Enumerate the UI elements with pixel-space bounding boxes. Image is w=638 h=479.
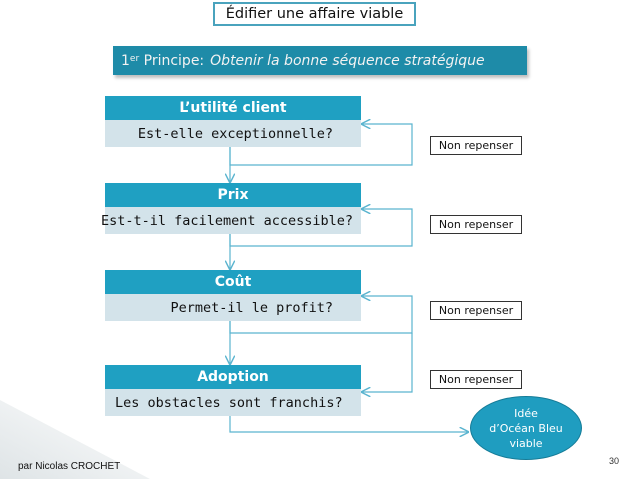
outcome-arrow <box>229 416 468 432</box>
step-cost: Coût Permet-il le profit? <box>105 270 361 321</box>
slide-title: Édifier une affaire viable <box>213 2 416 26</box>
principle-label: Principe: <box>143 52 205 69</box>
outcome-line-3: viable <box>509 436 543 450</box>
outcome-line-2: d’Océan Bleu <box>489 421 563 435</box>
page-number: 30 <box>609 456 620 466</box>
step-question: Les obstacles sont franchis? <box>105 389 361 416</box>
step-adoption: Adoption Les obstacles sont franchis? <box>105 365 361 416</box>
step-title: Prix <box>105 183 361 207</box>
feedback-loop-4 <box>362 333 413 392</box>
retry-label-4: Non repenser <box>430 370 522 389</box>
retry-label-3: Non repenser <box>430 301 522 320</box>
retry-label-2: Non repenser <box>430 215 522 234</box>
outcome-ellipse: Idée d’Océan Bleu viable <box>470 396 582 460</box>
step-question: Est-t-il facilement accessible? <box>101 207 361 234</box>
retry-label-1: Non repenser <box>430 136 522 155</box>
step-question: Est-elle exceptionnelle? <box>105 120 361 147</box>
author-credit: par Nicolas CROCHET <box>18 461 121 472</box>
step-title: L’utilité client <box>105 96 361 120</box>
step-utility: L’utilité client Est-elle exceptionnelle… <box>105 96 361 147</box>
step-price: Prix Est-t-il facilement accessible? <box>101 183 361 234</box>
principle-superscript: er <box>129 53 140 64</box>
outcome-line-1: Idée <box>514 406 538 420</box>
principle-subtitle: Obtenir la bonne séquence stratégique <box>210 52 485 69</box>
step-title: Coût <box>105 270 361 294</box>
step-question: Permet-il le profit? <box>105 294 361 321</box>
principle-number: 1 <box>121 52 130 69</box>
step-title: Adoption <box>105 365 361 389</box>
